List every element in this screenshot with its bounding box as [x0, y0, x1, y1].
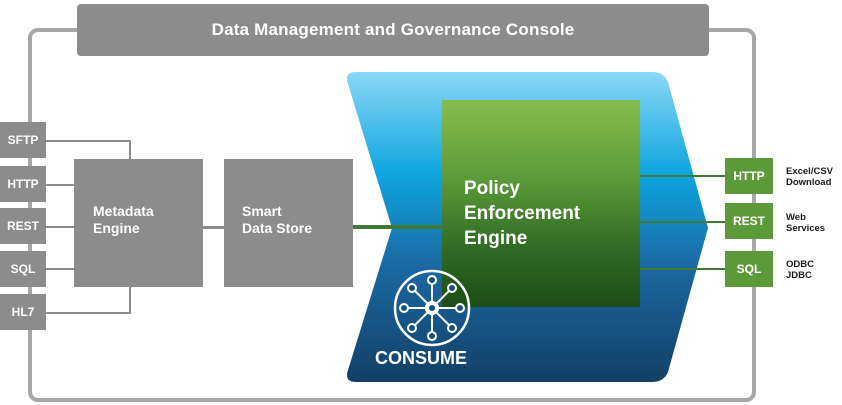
- policy-enforcement-engine: Policy Enforcement Engine: [442, 100, 640, 307]
- wire-rest: [46, 226, 74, 228]
- network-hub-icon: [393, 269, 471, 347]
- wire-sftp: [46, 140, 130, 142]
- smart-data-store-label: Smart Data Store: [242, 203, 313, 236]
- wire-out-sql: [640, 268, 726, 270]
- metadata-engine-label: Metadata Engine: [93, 203, 154, 236]
- input-sql: SQL: [0, 251, 46, 287]
- input-rest: REST: [0, 208, 46, 244]
- console-title-bar: Data Management and Governance Console: [77, 4, 709, 56]
- wire-sftp-drop: [129, 140, 131, 159]
- output-rest: REST: [725, 203, 773, 239]
- output-rest-description: Web Services: [786, 212, 826, 234]
- consume-label: CONSUME: [375, 348, 468, 368]
- wire-out-rest: [640, 221, 726, 223]
- wire-sql: [46, 268, 74, 270]
- wire-store-policy: [353, 225, 443, 229]
- wire-out-http: [640, 175, 726, 177]
- wire-hl7: [46, 312, 130, 314]
- wire-http: [46, 184, 74, 186]
- wire-metadata-store: [203, 226, 225, 229]
- metadata-engine: Metadata Engine: [74, 159, 203, 287]
- output-sql: SQL: [725, 251, 773, 287]
- input-sftp: SFTP: [0, 122, 46, 158]
- output-http: HTTP: [725, 158, 773, 194]
- input-http: HTTP: [0, 166, 46, 202]
- smart-data-store: Smart Data Store: [224, 159, 353, 287]
- output-http-description: Excel/CSV Download: [786, 166, 833, 188]
- wire-hl7-rise: [129, 287, 131, 314]
- input-hl7: HL7: [0, 294, 46, 330]
- policy-engine-label: Policy Enforcement Engine: [464, 178, 581, 249]
- output-sql-description: ODBC JDBC: [786, 259, 814, 281]
- console-title: Data Management and Governance Console: [211, 20, 575, 39]
